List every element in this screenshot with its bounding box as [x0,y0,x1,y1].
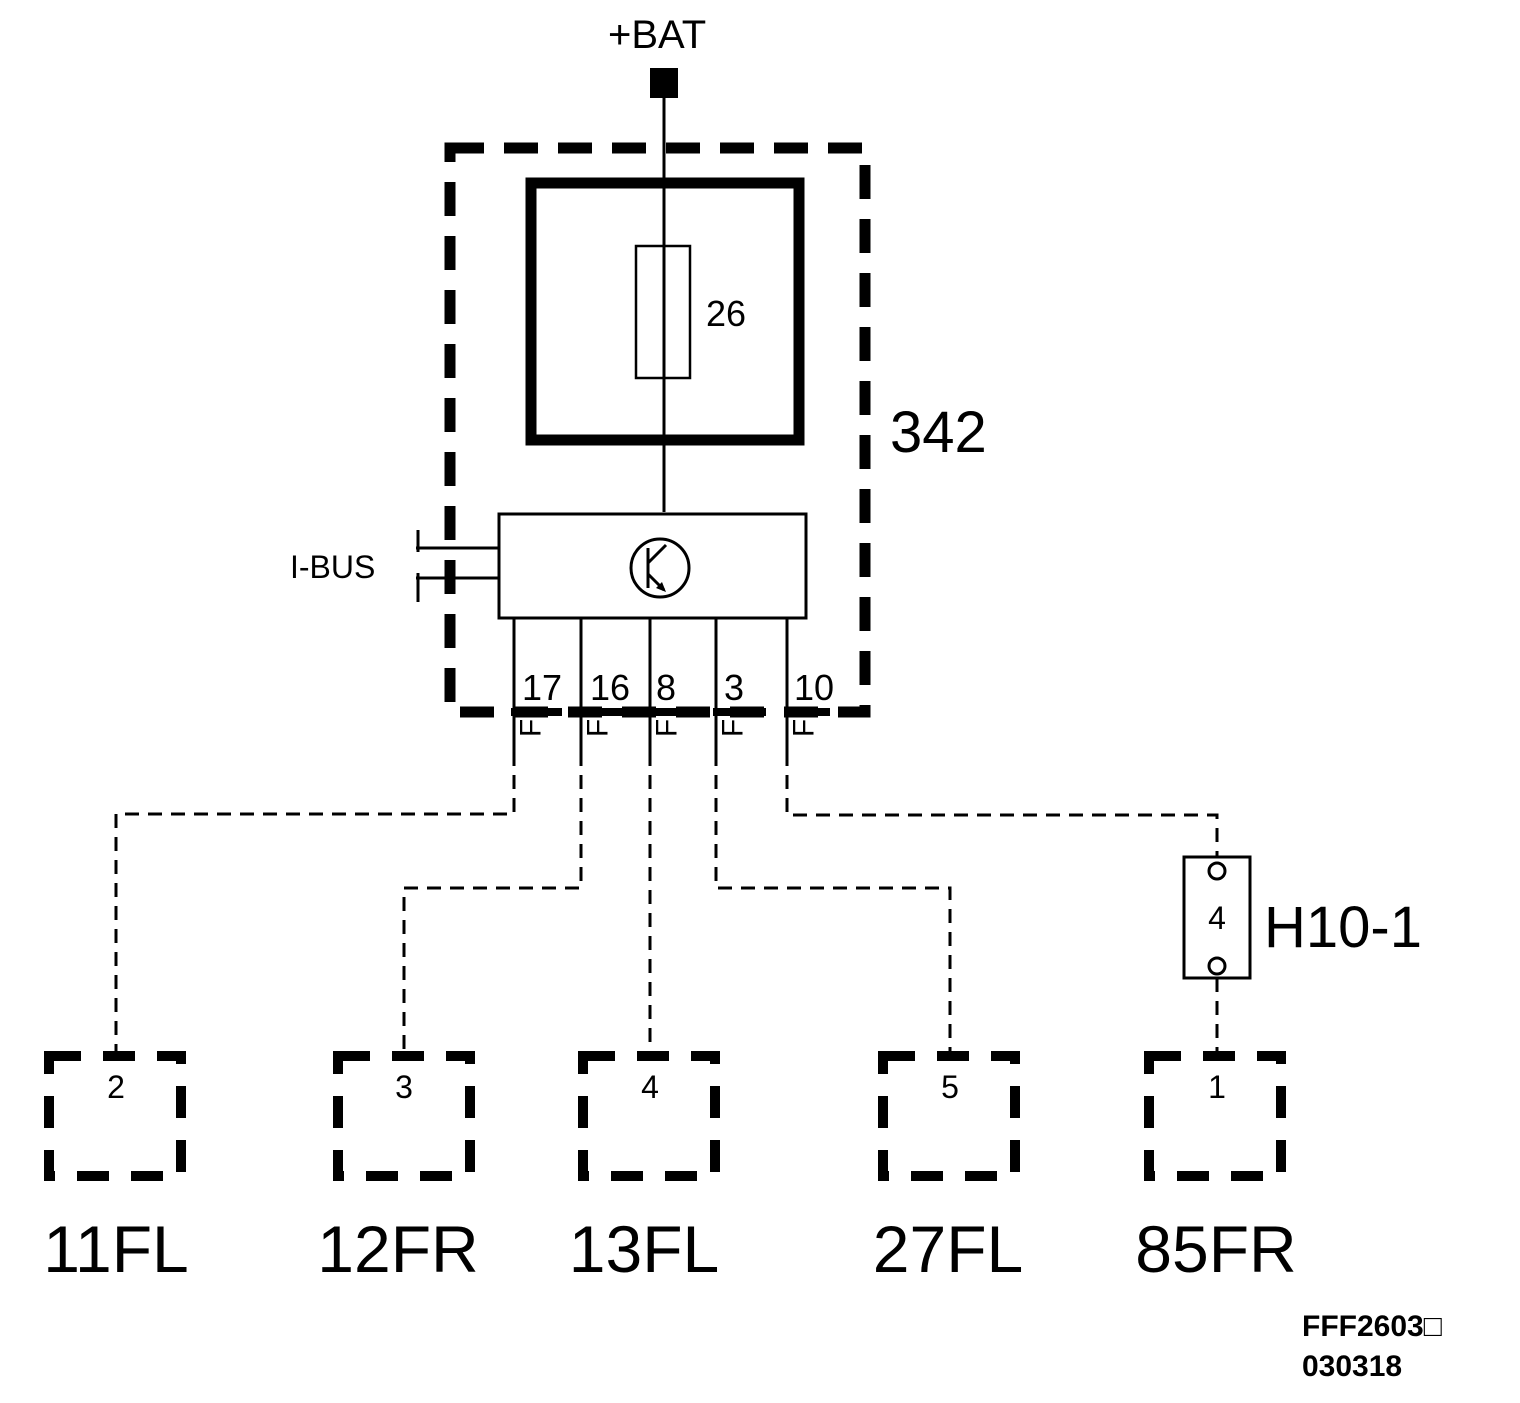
ground-pin: 4 [641,1069,659,1105]
module-label: 342 [890,400,987,465]
pin-17: 17 F [511,618,562,752]
module-outline [444,142,871,718]
ground-pin: 1 [1208,1069,1226,1105]
fuse-box [525,177,805,446]
pin-type: F [651,719,684,737]
pin-number: 3 [724,667,744,708]
ground-85FR: 1 85FR [1135,1051,1297,1286]
pin-10: 10 F [784,618,834,752]
bus-label: I-BUS [290,549,375,585]
ground-label: 85FR [1135,1212,1296,1286]
supply-label: +BAT [608,13,706,57]
ground-pin: 5 [941,1069,959,1105]
pin-number: 16 [590,667,630,708]
ground-pin: 3 [395,1069,413,1105]
connector-pin: 4 [1208,900,1226,936]
ground-label: 11FL [43,1212,189,1286]
control-unit [497,512,808,620]
ground-27FL: 5 27FL [873,1051,1023,1286]
drawing-code: FFF2603□ [1302,1310,1443,1343]
wire-pin3-27FL [714,752,952,1052]
ground-label: 27FL [873,1212,1023,1286]
pin-type: F [788,719,821,737]
pin-type: F [515,719,548,737]
ground-pin: 2 [107,1069,125,1105]
fuse-label: 26 [706,293,746,334]
drawing-date: 030318 [1302,1350,1402,1383]
pin-number: 10 [794,667,834,708]
bus-connector [416,530,499,602]
wire-pin16-12FR [402,752,583,1052]
connector-H10-1: 4 [1182,855,1252,980]
pin-16: 16 F [578,618,630,752]
ground-13FL: 4 13FL [569,1051,720,1286]
supply-terminal [650,68,678,98]
pin-type: F [582,719,615,737]
transistor-icon [629,537,691,599]
wire-pin17-11FL [114,752,516,1052]
wire-pin10-H10-1 [785,752,1219,857]
ground-12FR: 3 12FR [317,1051,479,1286]
connector-label: H10-1 [1264,895,1422,960]
ground-label: 12FR [317,1212,478,1286]
ground-11FL: 2 11FL [43,1051,189,1286]
pin-3: 3 F [713,618,766,752]
ground-label: 13FL [569,1212,719,1286]
pin-number: 17 [522,667,562,708]
pin-number: 8 [656,667,676,708]
pin-type: F [717,719,750,737]
pin-8: 8 F [647,618,698,752]
